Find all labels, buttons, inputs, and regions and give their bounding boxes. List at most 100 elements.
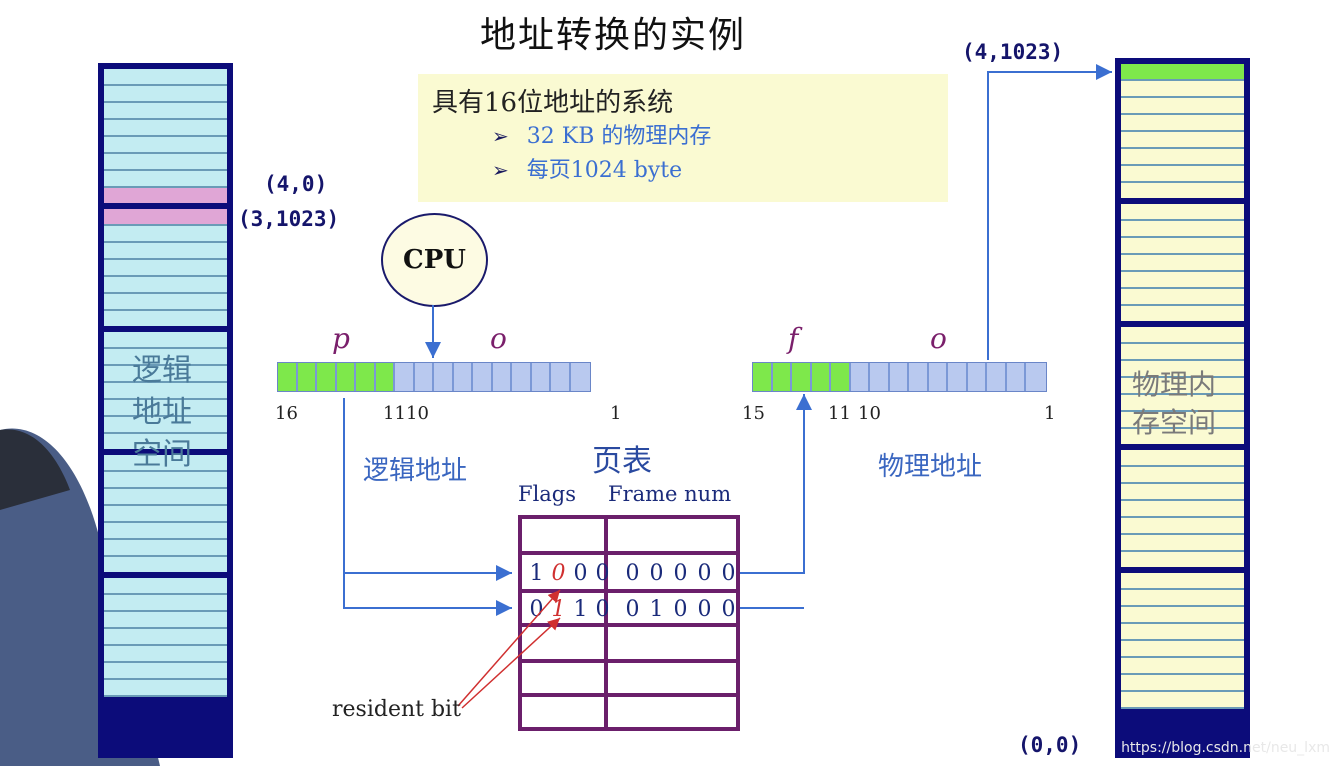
page-table-digit: 0: [625, 597, 640, 622]
memory-cell: [1121, 535, 1244, 552]
resident-bit-label: resident bit: [332, 697, 461, 722]
tick-1: 1: [610, 403, 622, 424]
address-bit: [850, 363, 870, 391]
memory-cell: [104, 86, 227, 103]
memory-cell: [1121, 221, 1244, 238]
memory-cell: [1121, 450, 1244, 467]
memory-cell: [104, 243, 227, 260]
memory-cell: [104, 226, 227, 243]
memory-cell: [1121, 692, 1244, 709]
page-table-digit: 0: [529, 597, 544, 622]
memory-cell: [1121, 166, 1244, 183]
memory-cell: [104, 311, 227, 332]
memory-cell: [1121, 573, 1244, 590]
memory-cell: [104, 103, 227, 120]
address-bit: [356, 363, 376, 391]
memory-cell: [1121, 675, 1244, 692]
memory-cell: [104, 646, 227, 663]
page-table-digit: 0: [721, 561, 736, 586]
diagram-title: 地址转换的实例: [480, 15, 747, 56]
memory-cell: [1121, 255, 1244, 272]
page-table-col-frame: Frame num: [608, 482, 732, 506]
page-table-digit: 0: [721, 597, 736, 622]
memory-cell: [104, 383, 227, 400]
physical-space-label: 物理内 存空间: [1132, 366, 1216, 442]
page-table-digit: 0: [673, 597, 688, 622]
memory-cell: [1121, 412, 1244, 429]
address-bit: [811, 363, 831, 391]
page-table-row-divider: [522, 551, 736, 555]
highlighted-cell: [1121, 64, 1244, 81]
memory-cell: [1121, 238, 1244, 255]
arrow-bullet-icon: ➢: [492, 158, 509, 182]
label-p: p: [332, 322, 350, 355]
memory-cell: [104, 277, 227, 294]
label-f: f: [788, 322, 799, 355]
resident-bit-pointer-2: [461, 617, 561, 709]
info-bullet-page: ➢ 每页1024 byte: [492, 152, 682, 184]
memory-cell: [1121, 552, 1244, 573]
address-bit: [434, 363, 454, 391]
memory-cell: [1121, 501, 1244, 518]
memory-cell: [104, 171, 227, 188]
memory-cell: [1121, 98, 1244, 115]
memory-cell: [104, 506, 227, 523]
tick-11: 11: [828, 403, 851, 424]
tick-11: 11: [383, 403, 406, 424]
address-bit: [570, 363, 590, 391]
address-bit: [317, 363, 337, 391]
page-table-digit: 0: [595, 561, 610, 586]
memory-cell: [104, 663, 227, 680]
page-table-digit: 0: [697, 597, 712, 622]
address-bit: [889, 363, 909, 391]
memory-cell: [1121, 327, 1244, 344]
page-table-digit: 0: [625, 561, 640, 586]
memory-cell: [1121, 518, 1244, 535]
page-table-digit: 1: [649, 597, 664, 622]
tick-1: 1: [1044, 403, 1056, 424]
page-table-digit: 1: [529, 561, 544, 586]
page-table-digit: 0: [573, 561, 588, 586]
page-table-digit: 1: [573, 597, 588, 622]
memory-cell: [1121, 607, 1244, 624]
address-bit: [948, 363, 968, 391]
coord-4-0: (4,0): [264, 172, 328, 196]
memory-cell: [104, 120, 227, 137]
page-table-digit: 0: [649, 561, 664, 586]
logical-cells: [104, 69, 227, 697]
logical-address-register: [277, 362, 591, 392]
info-heading: 具有16位地址的系统: [432, 88, 674, 118]
address-bit: [987, 363, 1007, 391]
memory-cell: [104, 260, 227, 277]
memory-cell: [1121, 81, 1244, 98]
address-bit: [909, 363, 929, 391]
memory-cell: [1121, 624, 1244, 641]
highlighted-cell: [104, 188, 227, 209]
info-bullet-text: 每页1024 byte: [526, 158, 683, 183]
memory-cell: [104, 629, 227, 646]
physical-label-line: 存空间: [1132, 406, 1217, 439]
physical-memory-space: [1115, 58, 1250, 758]
page-table-digit: 0: [697, 561, 712, 586]
page-table-title: 页表: [592, 444, 652, 479]
address-bit: [551, 363, 571, 391]
memory-cell: [1121, 306, 1244, 327]
memory-cell: [104, 578, 227, 595]
tick-10: 10: [858, 403, 881, 424]
p-to-entry2-arrow: [343, 398, 512, 616]
address-bit: [414, 363, 434, 391]
memory-cell: [104, 523, 227, 540]
memory-cell: [1121, 183, 1244, 204]
memory-cell: [1121, 590, 1244, 607]
coord-3-1023: (3,1023): [238, 207, 340, 231]
resident-bit-pointer-1: [457, 589, 561, 707]
memory-cell: [1121, 204, 1244, 221]
memory-cell: [104, 455, 227, 472]
memory-cell: [1121, 395, 1244, 412]
info-box: [418, 74, 948, 202]
memory-cell: [1121, 115, 1244, 132]
info-bullet-text: 32 KB 的物理内存: [526, 124, 712, 149]
memory-cell: [1121, 484, 1244, 501]
page-table-col-flags: Flags: [518, 482, 577, 506]
